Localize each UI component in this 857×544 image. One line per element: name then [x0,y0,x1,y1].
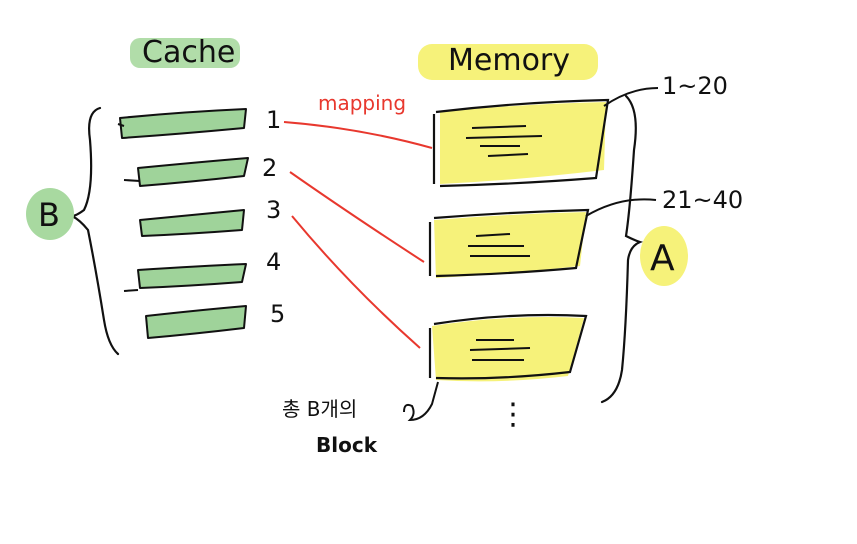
range-callout-line [585,198,657,217]
memory-brace [600,94,644,404]
footnote-line1: 총 B개의 [282,397,357,421]
mapping-line [291,215,421,349]
cache-line [123,157,249,187]
footnote: 총 B개의 Block [282,381,439,457]
cache-line [117,108,247,139]
cache-line-number: 2 [262,154,277,182]
memory-block-range: 1~20 [662,72,728,100]
memory-ellipsis: ⋮ [498,397,528,432]
memory-size-label: A [650,238,675,279]
mapping-line [283,121,433,149]
cache-brace [71,106,120,356]
memory-block-range: 21~40 [662,186,743,214]
cache-line-number: 4 [266,248,281,276]
cache-line-number: 1 [266,106,281,134]
mapping-connections: mapping [283,91,433,349]
cache-line-number: 3 [266,196,281,224]
cache-line [145,305,247,339]
footnote-line2: Block [316,433,378,457]
footnote-pointer [403,381,439,422]
memory-title: Memory [448,43,570,78]
cache-line [123,263,247,292]
memory-block [428,313,588,382]
cache-line-number: 5 [270,300,285,328]
cache-title: Cache [142,35,235,70]
cache-title-highlight [130,38,240,68]
memory-block [432,98,610,188]
cache-line [139,209,245,237]
cache-size-label: B [38,196,60,234]
memory-section: Memory ⋮ [418,43,743,432]
cache-section: Cache 1 2 3 4 5 B [26,35,285,356]
mapping-line [289,171,425,263]
memory-title-highlight [418,44,598,80]
mapping-label: mapping [318,91,406,115]
cache-size-highlight [26,188,74,240]
range-callout-line [603,87,659,107]
memory-block [428,208,590,278]
memory-size-highlight [640,226,688,286]
